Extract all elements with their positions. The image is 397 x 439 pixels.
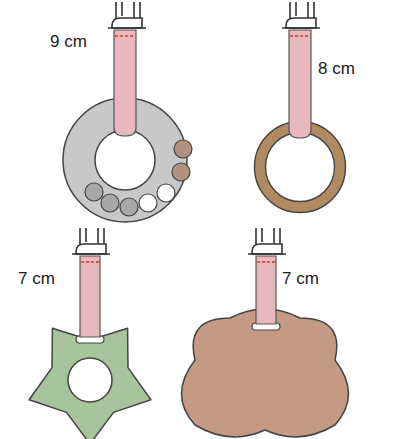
dimension-label: 8 cm	[318, 60, 355, 77]
dimension-label: 9 cm	[50, 33, 87, 50]
flower-teether	[182, 309, 349, 437]
ribbon	[256, 256, 276, 324]
ribbon	[114, 30, 136, 136]
star-teether	[29, 328, 151, 439]
dimension-label: 7 cm	[282, 270, 319, 287]
dimension-label: 7 cm	[18, 270, 55, 287]
ribbon	[289, 30, 311, 138]
ribbon	[80, 256, 100, 337]
